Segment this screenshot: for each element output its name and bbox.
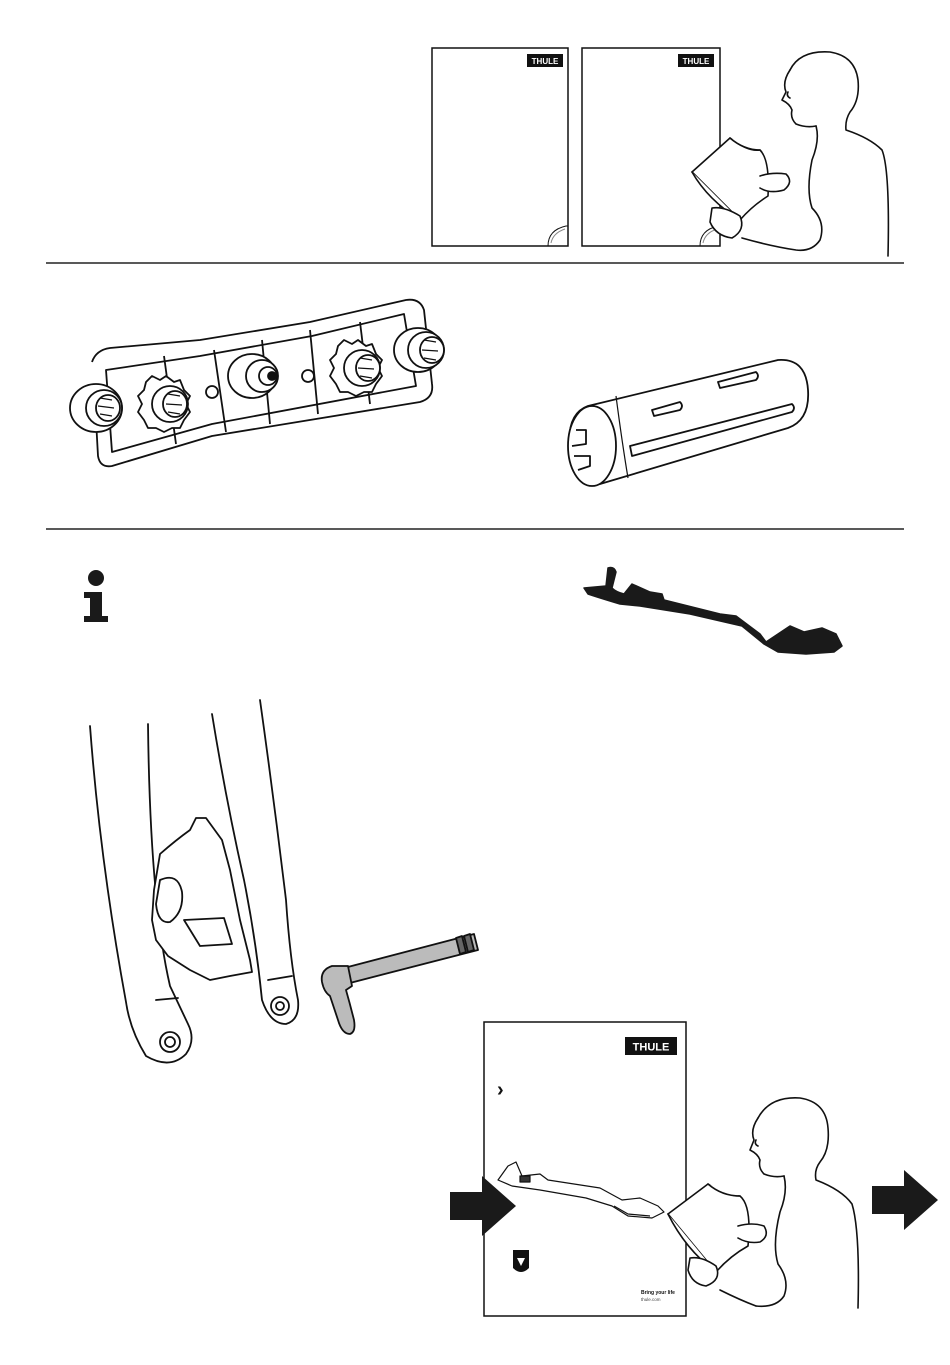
thule-logo-2-text: THULE [683, 57, 710, 66]
adapter-knob-2 [138, 376, 190, 432]
adapter-knob-5 [394, 328, 444, 372]
info-icon [84, 570, 108, 622]
person-reading-illustration-bottom [668, 1098, 858, 1308]
fork-dropout-illustration [90, 700, 478, 1063]
fork-adapter-illustration [584, 568, 842, 655]
adapter-sprue-illustration [70, 300, 444, 467]
manual-pages-section: THULE THULE [432, 48, 888, 256]
sleeve-cylinder-illustration [568, 360, 808, 486]
thule-logo-3-text: THULE [633, 1042, 670, 1054]
manual-cover-illustration: THULE › Bring your life thule.com [484, 1022, 686, 1316]
manual-page-1: THULE [432, 48, 568, 246]
adapter-knob-4 [330, 340, 382, 396]
shield-icon [513, 1250, 529, 1272]
cover-tagline: Bring your life [641, 1290, 675, 1296]
adapter-knob-1 [70, 384, 122, 432]
thule-logo-1-text: THULE [532, 57, 559, 66]
person-reading-illustration-top [692, 52, 888, 256]
manual-page-2: THULE [582, 48, 720, 246]
cover-chevron: › [497, 1079, 504, 1101]
arrow-right-icon-2 [872, 1170, 938, 1230]
cover-website: thule.com [641, 1297, 661, 1302]
